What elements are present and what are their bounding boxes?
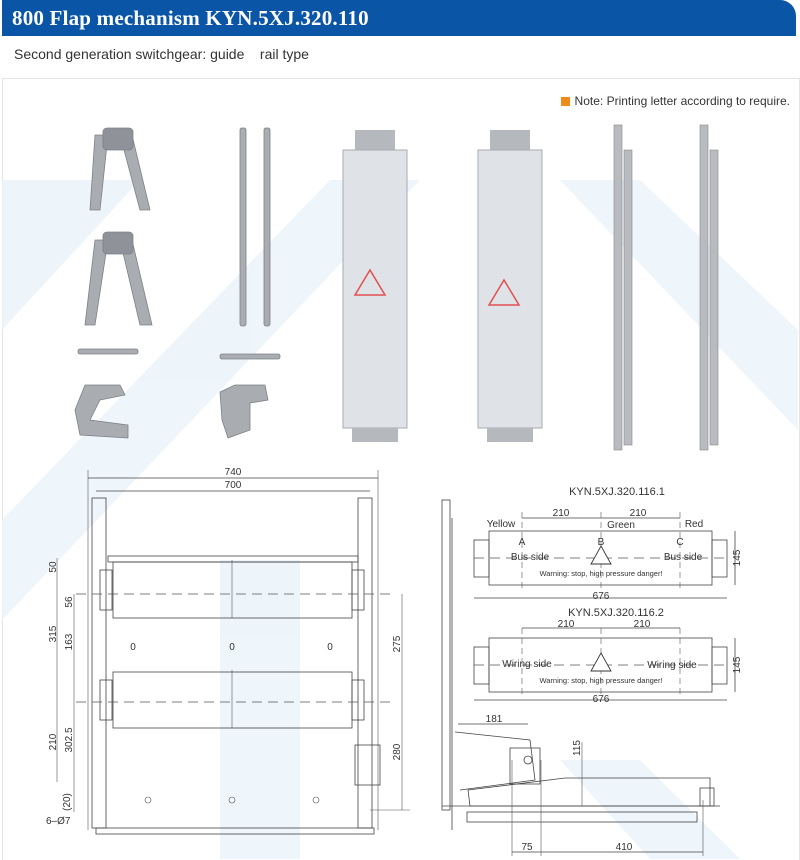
dim-75: 75	[521, 842, 533, 853]
dim-115: 115	[572, 740, 583, 756]
guide-rail-photos	[613, 124, 719, 451]
phase-color-label: Red	[685, 519, 703, 530]
side-view-drawing: 181 115 75 410	[441, 499, 720, 856]
note-marker-icon	[560, 96, 570, 106]
dim-163: 163	[64, 633, 75, 650]
zero-label: 0	[130, 642, 136, 653]
side-label: Bus side	[664, 552, 703, 563]
dim-700: 700	[225, 480, 242, 491]
warning-icon	[590, 545, 612, 565]
phase-letter: C	[676, 537, 683, 548]
flap-1-drawing: KYN.5XJ.320.116.1 210 210 Yellow Green R…	[473, 486, 743, 602]
warning-icon	[590, 652, 612, 672]
dim-181: 181	[486, 714, 503, 725]
flap-1-title: KYN.5XJ.320.116.1	[569, 486, 665, 498]
phase-letter: A	[519, 537, 526, 548]
dim-302-5: 302.5	[64, 727, 75, 752]
zero-label: 0	[327, 642, 333, 653]
side-label: Wiring side	[502, 659, 552, 670]
dim-280: 280	[392, 743, 403, 760]
dim-50: 50	[48, 561, 59, 573]
dim-210: 210	[558, 619, 575, 630]
zero-label: 0	[229, 642, 235, 653]
dim-740: 740	[225, 467, 242, 478]
phase-letter: B	[598, 537, 605, 548]
subtitle: Second generation switchgear: guide rail…	[14, 46, 309, 62]
dim-210: 210	[553, 508, 570, 519]
side-label: Bus side	[511, 552, 550, 563]
dim-410: 410	[616, 842, 633, 853]
flap-2-drawing: KYN.5XJ.320.116.2 210 210 Wiring side Wi…	[473, 607, 743, 705]
front-view-dimensions: 740 700 50 56 315 163 0 0 0 275 210 302.…	[46, 467, 403, 827]
dim-676: 676	[593, 591, 610, 602]
phase-color-label: Yellow	[487, 519, 516, 530]
front-view-drawing	[56, 470, 410, 835]
warning-text: Warning: stop, high pressure danger!	[539, 676, 662, 685]
flap-2-title: KYN.5XJ.320.116.2	[568, 607, 664, 619]
dim-210: 210	[48, 733, 59, 750]
phase-color-label: Green	[607, 520, 635, 531]
flap-panel-photos	[342, 130, 543, 442]
dim-676: 676	[593, 694, 610, 705]
dim-20: (20)	[62, 793, 73, 811]
note-text: Note: Printing letter according to requi…	[574, 94, 790, 108]
header-bar: 800 Flap mechanism KYN.5XJ.320.110	[2, 0, 796, 36]
warning-text: Warning: stop, high pressure danger!	[539, 569, 662, 578]
dim-210: 210	[630, 508, 647, 519]
dim-holes: 6–Ø7	[46, 816, 71, 827]
hinge-bracket-photos	[74, 127, 281, 439]
side-label: Wiring side	[647, 660, 697, 671]
dim-145: 145	[732, 656, 743, 673]
dim-315: 315	[48, 625, 59, 642]
dim-56: 56	[64, 596, 75, 608]
note: Note: Printing letter according to requi…	[560, 94, 790, 108]
dim-275: 275	[392, 635, 403, 652]
dim-210: 210	[634, 619, 651, 630]
dim-145: 145	[732, 549, 743, 566]
page-title: 800 Flap mechanism KYN.5XJ.320.110	[12, 6, 369, 30]
